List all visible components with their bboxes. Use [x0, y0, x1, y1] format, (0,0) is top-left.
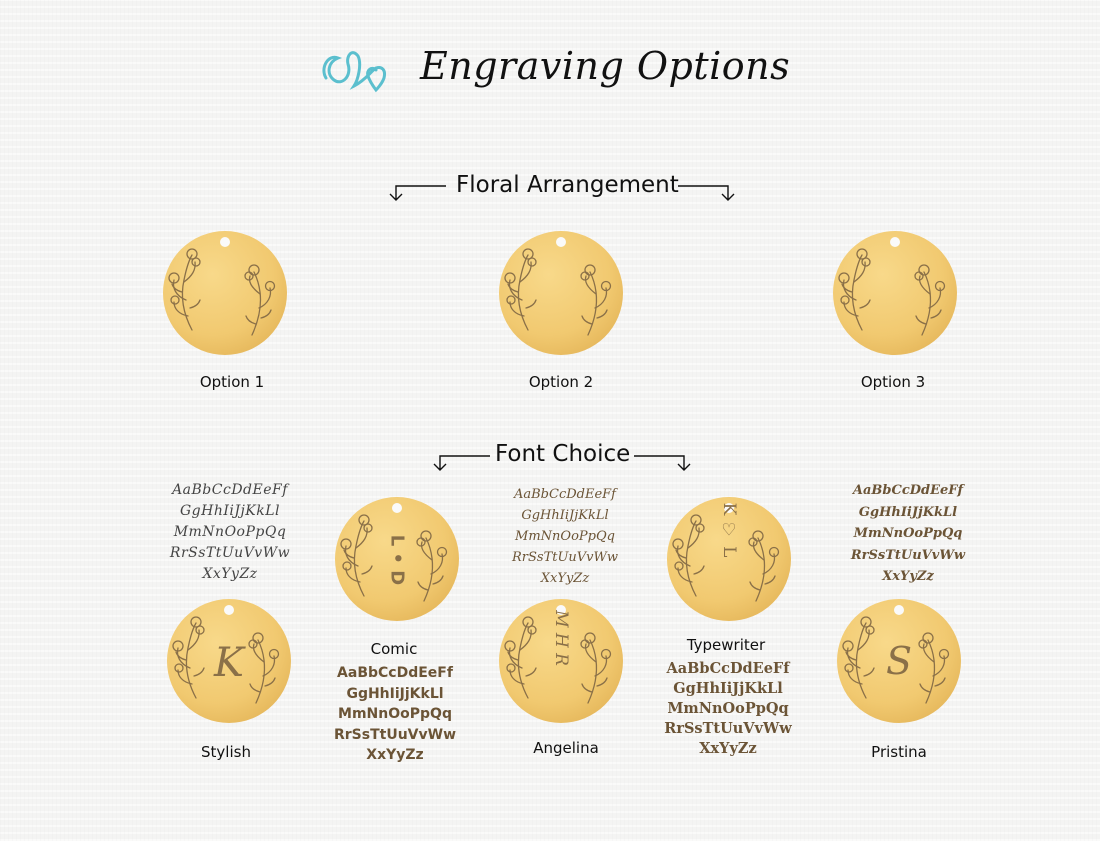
heart-script-logo-icon [322, 51, 386, 93]
comic-label: Comic [370, 640, 418, 658]
option-2-label: Option 2 [528, 373, 594, 391]
comic-engraving: L • D [387, 535, 408, 585]
option-1-label: Option 1 [199, 373, 265, 391]
typewriter-engraving: K ♡ L [719, 503, 739, 558]
font-heading: Font Choice [495, 441, 631, 467]
pendant-option-3[interactable] [832, 230, 958, 356]
angelina-label: Angelina [533, 739, 599, 757]
pendant-comic[interactable]: L • D [334, 496, 460, 622]
option-3-label: Option 3 [860, 373, 926, 391]
floral-heading: Floral Arrangement [456, 172, 679, 198]
typewriter-sample: AaBbCcDdEeFf GgHhIiJjKkLl MmNnOoPpQq RrS… [664, 660, 792, 757]
pendant-stylish[interactable]: K [166, 598, 292, 724]
pristina-engraving: S [886, 639, 912, 683]
pristina-sample: AaBbCcDdEeFf GgHhIiJjKkLl MmNnOoPpQq RrS… [850, 483, 966, 584]
page-title: Engraving Options [420, 44, 791, 88]
comic-sample: AaBbCcDdEeFf GgHhIiJjKkLl MmNnOoPpQq RrS… [333, 665, 456, 763]
stylish-sample: AaBbCcDdEeFf GgHhIiJjKkLl MmNnOoPpQq RrS… [169, 482, 291, 582]
stylish-label: Stylish [201, 743, 251, 761]
pristina-label: Pristina [871, 743, 927, 761]
pendant-option-1[interactable] [162, 230, 288, 356]
angelina-sample: AaBbCcDdEeFf GgHhIiJjKkLl MmNnOoPpQq RrS… [511, 487, 619, 586]
typewriter-label: Typewriter [686, 636, 766, 654]
arrow-down-right-icon [678, 185, 735, 201]
stylish-engraving: K [213, 640, 246, 686]
pendant-typewriter[interactable]: K ♡ L [666, 496, 792, 622]
angelina-engraving: M H R [551, 609, 571, 666]
pendant-option-2[interactable] [498, 230, 624, 356]
arrow-down-left-icon [389, 185, 446, 201]
arrow-down-left-icon [433, 455, 490, 471]
arrow-down-right-icon [634, 455, 691, 471]
pendant-angelina[interactable]: M H R [498, 598, 624, 724]
pendant-pristina[interactable]: S [836, 598, 962, 724]
